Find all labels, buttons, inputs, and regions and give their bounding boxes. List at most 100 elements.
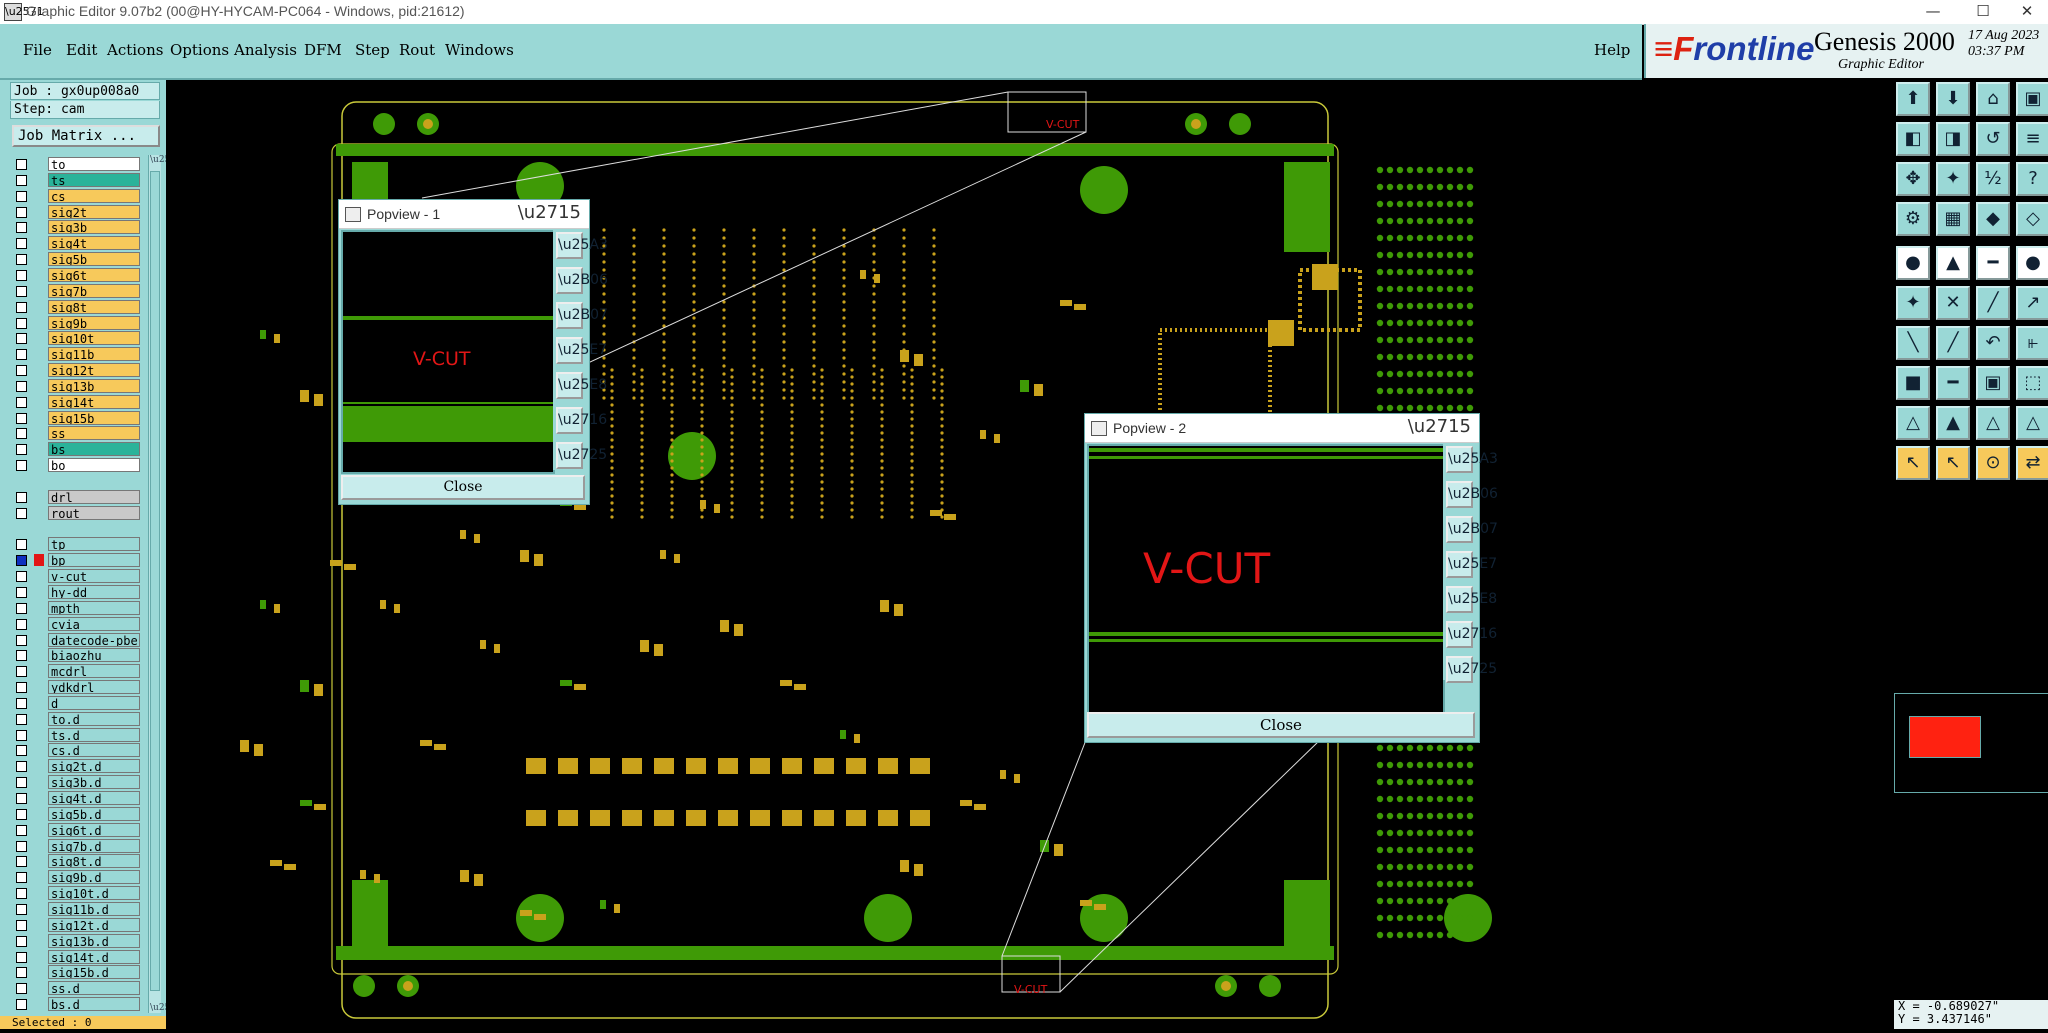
layer-name[interactable]: sig5b.d <box>48 807 140 821</box>
layer-checkbox[interactable] <box>16 492 27 503</box>
zoom-home-icon[interactable]: \u2725 <box>556 442 583 469</box>
popview-2-close-button[interactable]: Close <box>1087 712 1475 738</box>
layer-checkbox[interactable] <box>16 207 27 218</box>
layer-name[interactable]: sig12t.d <box>48 918 140 932</box>
layer-checkbox[interactable] <box>16 539 27 550</box>
half-icon[interactable]: ½ <box>1976 162 2010 196</box>
close-icon[interactable]: \u2715 <box>518 202 581 223</box>
layer-checkbox[interactable] <box>16 983 27 994</box>
zoom-area-icon[interactable]: \u2716 <box>556 407 583 434</box>
scrollbar-thumb[interactable] <box>150 171 160 991</box>
layer-name[interactable]: sig13b <box>48 379 140 393</box>
layer-row[interactable]: ts <box>10 173 160 188</box>
layer-row[interactable]: sig10t.d <box>10 886 160 901</box>
layer-name[interactable]: sig11b.d <box>48 902 140 916</box>
slope-alt-icon[interactable]: ╱ <box>1936 326 1970 360</box>
layer-name[interactable]: sig15b.d <box>48 965 140 979</box>
layer-row[interactable]: sig12t.d <box>10 918 160 933</box>
triangle-alt-icon[interactable]: △ <box>2016 406 2048 440</box>
layer-name[interactable]: datecode-pbe <box>48 633 140 647</box>
pan-right-icon[interactable]: \u25E8 <box>1446 586 1473 613</box>
layer-row[interactable]: mpth <box>10 601 160 616</box>
layer-down-icon[interactable]: ⬇ <box>1936 82 1970 116</box>
layer-name[interactable]: sig5b <box>48 252 140 266</box>
layer-name[interactable]: mcdrl <box>48 664 140 678</box>
split-icon[interactable]: ⫦ <box>2016 326 2048 360</box>
pan-left-icon[interactable]: \u25E7 <box>1446 551 1473 578</box>
layer-name[interactable]: sig7b <box>48 284 140 298</box>
layer-checkbox[interactable] <box>16 270 27 281</box>
layer-checkbox[interactable] <box>16 809 27 820</box>
layer-checkbox[interactable] <box>16 999 27 1010</box>
layer-checkbox[interactable] <box>16 238 27 249</box>
layer-row[interactable]: sig4t <box>10 236 160 251</box>
delete-icon[interactable]: ✕ <box>1936 286 1970 320</box>
layer-checkbox[interactable] <box>16 714 27 725</box>
swap-icon[interactable]: ⇄ <box>2016 446 2048 480</box>
layer-checkbox[interactable] <box>16 745 27 756</box>
layer-name[interactable]: cvia <box>48 617 140 631</box>
layer-checkbox[interactable] <box>16 349 27 360</box>
layer-name[interactable]: ss <box>48 426 140 440</box>
layer-row[interactable]: v-cut <box>10 569 160 584</box>
popview-1-close-button[interactable]: Close <box>341 475 585 500</box>
layer-checkbox[interactable] <box>16 619 27 630</box>
pan-left-icon[interactable]: \u25E7 <box>556 337 583 364</box>
layer-row[interactable]: sig10t <box>10 331 160 346</box>
layer-row[interactable]: ts.d <box>10 728 160 743</box>
layer-name[interactable]: cs <box>48 189 140 203</box>
layer-row[interactable]: sig2t <box>10 205 160 220</box>
layer-row[interactable]: sig13b.d <box>10 934 160 949</box>
layer-name[interactable]: sig9b <box>48 316 140 330</box>
layer-name[interactable]: sig3b.d <box>48 775 140 789</box>
overview-map[interactable] <box>1894 693 2048 793</box>
layer-name[interactable]: bp <box>48 553 140 567</box>
snap-icon[interactable]: ✦ <box>1936 162 1970 196</box>
layer-row[interactable]: to.d <box>10 712 160 727</box>
menu-actions[interactable]: Actions <box>107 41 163 59</box>
layer-checkbox[interactable] <box>16 318 27 329</box>
layer-checkbox[interactable] <box>16 444 27 455</box>
pan-right-icon[interactable]: \u25E8 <box>556 372 583 399</box>
target-icon[interactable]: ⊙ <box>1976 446 2010 480</box>
pointer-icon[interactable]: ↖ <box>1896 446 1930 480</box>
dot-icon[interactable]: ● <box>2016 246 2048 280</box>
layer-row[interactable]: sig5b.d <box>10 807 160 822</box>
fit-view-icon[interactable]: \u25A3 <box>556 232 583 259</box>
layer-checkbox[interactable] <box>16 603 27 614</box>
maximize-button[interactable]: ☐ <box>1960 0 2006 24</box>
layer-row[interactable]: mcdrl <box>10 664 160 679</box>
zoom-home-icon[interactable]: \u2725 <box>1446 656 1473 683</box>
menu-help[interactable]: Help <box>1594 41 1630 59</box>
layer-checkbox[interactable] <box>16 666 27 677</box>
layer-name[interactable]: ts <box>48 173 140 187</box>
layer-row[interactable]: sig11b.d <box>10 902 160 917</box>
layer-checkbox[interactable] <box>16 936 27 947</box>
layer-row[interactable]: sig9b <box>10 316 160 331</box>
layer-row[interactable]: bp <box>10 553 160 568</box>
zoom-in-icon[interactable]: \u2B06 <box>556 267 583 294</box>
layer-name[interactable]: drl <box>48 490 140 504</box>
layer-checkbox[interactable] <box>16 650 27 661</box>
layer-checkbox[interactable] <box>16 872 27 883</box>
layer-row[interactable]: sig7b.d <box>10 839 160 854</box>
menu-windows[interactable]: Windows <box>445 41 514 59</box>
layer-checkbox[interactable] <box>16 793 27 804</box>
layer-name[interactable]: rout <box>48 506 140 520</box>
layer-checkbox[interactable] <box>16 222 27 233</box>
layer-name[interactable]: mpth <box>48 601 140 615</box>
move-left-icon[interactable]: ◧ <box>1896 122 1930 156</box>
menu-edit[interactable]: Edit <box>66 41 97 59</box>
layer-row[interactable]: bs.d <box>10 997 160 1012</box>
select-icon[interactable]: ▲ <box>1936 246 1970 280</box>
layer-row[interactable]: hy-dd <box>10 585 160 600</box>
layer-name[interactable]: ss.d <box>48 981 140 995</box>
layer-name[interactable]: to.d <box>48 712 140 726</box>
layer-checkbox[interactable] <box>16 761 27 772</box>
zoom-out-icon[interactable]: \u2B07 <box>1446 516 1473 543</box>
layer-checkbox[interactable] <box>16 365 27 376</box>
layer-row[interactable]: sig14t.d <box>10 950 160 965</box>
layer-name[interactable]: sig7b.d <box>48 839 140 853</box>
layer-checkbox[interactable] <box>16 191 27 202</box>
layer-name[interactable]: tp <box>48 537 140 551</box>
